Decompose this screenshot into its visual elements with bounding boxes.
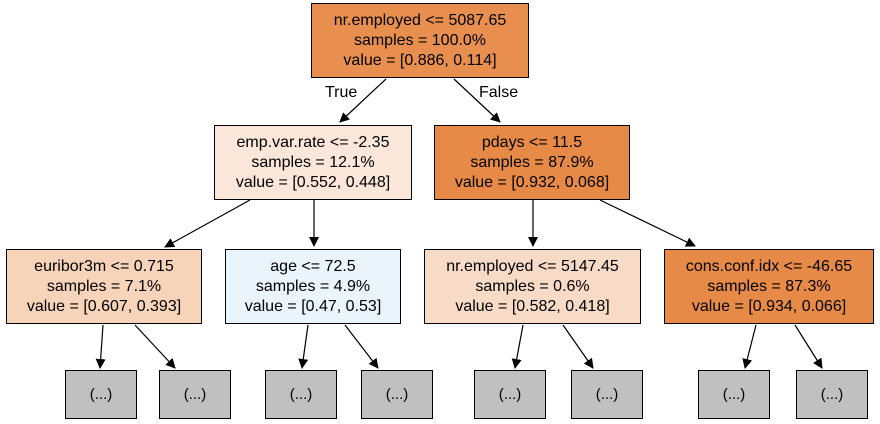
tree-leaf-truncated: (...) xyxy=(796,370,868,419)
tree-node-root: nr.employed <= 5087.65 samples = 100.0% … xyxy=(311,3,529,78)
edge-rr-leaf2 xyxy=(794,324,823,369)
node-value: value = [0.934, 0.066] xyxy=(691,297,847,315)
edge-root-left xyxy=(339,78,387,123)
tree-node-right-right: cons.conf.idx <= -46.65 samples = 87.3% … xyxy=(664,249,874,324)
edge-lr-leaf2 xyxy=(344,324,379,369)
tree-leaf-truncated: (...) xyxy=(265,370,337,419)
node-condition: emp.var.rate <= -2.35 xyxy=(236,133,390,151)
node-value: value = [0.552, 0.448] xyxy=(235,173,391,191)
tree-leaf-truncated: (...) xyxy=(571,370,643,419)
node-samples: samples = 12.1% xyxy=(251,153,375,171)
node-samples: samples = 7.1% xyxy=(46,277,162,295)
edge-lr-leaf1 xyxy=(298,324,309,369)
edge-label-true: True xyxy=(325,84,358,101)
tree-node-left: emp.var.rate <= -2.35 samples = 12.1% va… xyxy=(214,125,412,200)
tree-node-left-right: age <= 72.5 samples = 4.9% value = [0.47… xyxy=(225,249,401,324)
node-samples: samples = 100.0% xyxy=(353,31,487,49)
node-samples: samples = 4.9% xyxy=(255,277,371,295)
edge-root-right xyxy=(453,78,501,123)
node-value: value = [0.607, 0.393] xyxy=(26,297,182,315)
edge-right-rr xyxy=(599,199,696,247)
tree-leaf-truncated: (...) xyxy=(474,370,546,419)
node-value: value = [0.582, 0.418] xyxy=(455,297,610,315)
node-condition: euribor3m <= 0.715 xyxy=(34,257,174,275)
node-samples: samples = 87.3% xyxy=(707,277,831,295)
edge-left-ll xyxy=(164,199,251,248)
edge-ll-leaf1 xyxy=(95,324,106,369)
tree-node-right-left: nr.employed <= 5147.45 samples = 0.6% va… xyxy=(424,249,641,324)
tree-leaf-truncated: (...) xyxy=(361,370,433,419)
node-condition: age <= 72.5 xyxy=(270,257,356,275)
node-condition: pdays <= 11.5 xyxy=(481,133,583,151)
node-value: value = [0.47, 0.53] xyxy=(244,297,382,315)
node-value: value = [0.886, 0.114] xyxy=(343,51,497,69)
edge-rl-leaf2 xyxy=(562,324,594,369)
node-samples: samples = 0.6% xyxy=(475,277,590,295)
node-condition: cons.conf.idx <= -46.65 xyxy=(685,257,853,275)
node-value: value = [0.932, 0.068] xyxy=(454,173,610,191)
node-condition: nr.employed <= 5087.65 xyxy=(333,11,507,29)
node-samples: samples = 87.9% xyxy=(470,153,594,171)
edge-rl-leaf1 xyxy=(511,324,524,369)
tree-leaf-truncated: (...) xyxy=(698,370,770,419)
tree-leaf-truncated: (...) xyxy=(65,370,137,419)
edge-ll-leaf2 xyxy=(134,324,176,369)
node-condition: nr.employed <= 5147.45 xyxy=(446,257,619,275)
tree-node-right: pdays <= 11.5 samples = 87.9% value = [0… xyxy=(434,125,630,200)
tree-node-left-left: euribor3m <= 0.715 samples = 7.1% value … xyxy=(6,249,202,324)
tree-leaf-truncated: (...) xyxy=(159,370,231,419)
edge-label-false: False xyxy=(479,84,519,101)
edge-rr-leaf1 xyxy=(742,324,757,369)
